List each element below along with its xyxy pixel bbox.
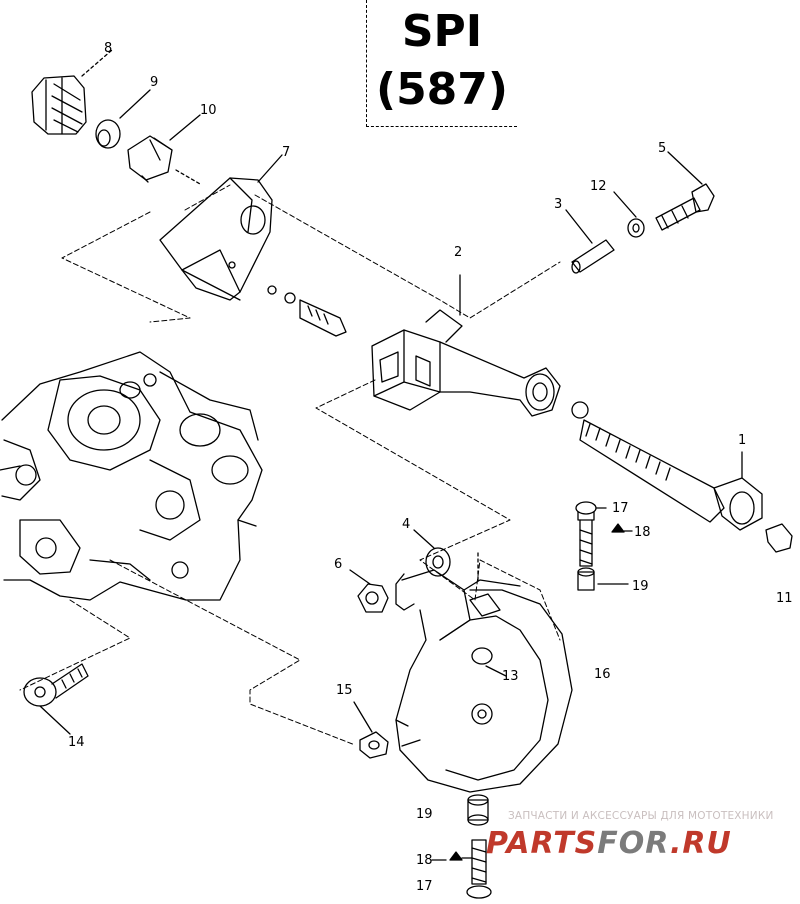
- callout-18-lower: 18: [416, 853, 433, 868]
- bolt-part-1: [571, 401, 763, 531]
- washer-part-12: [613, 191, 645, 238]
- callout-8: 8: [104, 41, 112, 56]
- watermark-logo-for: FOR: [597, 826, 670, 861]
- nut-part-6: [349, 569, 389, 613]
- clamp-part-10: [127, 114, 201, 185]
- small-bolt: [267, 285, 347, 337]
- model-number: (587): [375, 64, 509, 115]
- cover-part-16: [395, 549, 573, 793]
- model-name: SPI: [401, 6, 483, 57]
- sleeve-part-3: [565, 209, 615, 274]
- callout-17-upper: 17: [612, 501, 629, 516]
- callout-14: 14: [68, 735, 85, 750]
- bolt-part-5: [655, 151, 715, 231]
- bracket-part-2: [371, 274, 561, 417]
- callout-11: 11: [776, 591, 793, 606]
- callout-13: 13: [502, 669, 519, 684]
- callout-16: 16: [594, 667, 611, 682]
- callout-18-upper: 18: [634, 525, 651, 540]
- screw-part-14: [23, 663, 89, 735]
- bracket-part-7: [159, 154, 283, 301]
- screw-part-17-lower: [449, 794, 492, 899]
- callout-5: 5: [658, 141, 666, 156]
- ring-part-9: [95, 89, 151, 149]
- callout-19-upper: 19: [632, 579, 649, 594]
- watermark-logo-ru: .RU: [669, 826, 732, 861]
- callout-17-lower: 17: [416, 879, 433, 894]
- watermark-logo: PARTSFOR.RU: [486, 826, 798, 861]
- screw-part-17-upper: [575, 501, 633, 591]
- callout-9: 9: [150, 75, 158, 90]
- callout-1: 1: [738, 433, 746, 448]
- callout-7: 7: [282, 145, 290, 160]
- nut-part-11: [765, 523, 793, 553]
- washer-part-15: [353, 701, 389, 759]
- engine-housing: [0, 351, 263, 601]
- assembly-outline: [19, 184, 561, 746]
- plug-part-8: [31, 49, 113, 135]
- watermark-logo-parts: PARTS: [486, 826, 598, 861]
- callout-3: 3: [554, 197, 562, 212]
- callout-6: 6: [334, 557, 342, 572]
- callout-2: 2: [454, 245, 462, 260]
- model-title-box: SPI (587): [366, 0, 517, 127]
- callout-19-lower: 19: [416, 807, 433, 822]
- watermark-subtitle: ЗАПЧАСТИ И АКСЕССУАРЫ ДЛЯ МОТОТЕХНИКИ: [508, 810, 774, 822]
- washer-part-4: [413, 529, 451, 577]
- callout-15: 15: [336, 683, 353, 698]
- callout-12: 12: [590, 179, 607, 194]
- callout-10: 10: [200, 103, 217, 118]
- callout-4: 4: [402, 517, 410, 532]
